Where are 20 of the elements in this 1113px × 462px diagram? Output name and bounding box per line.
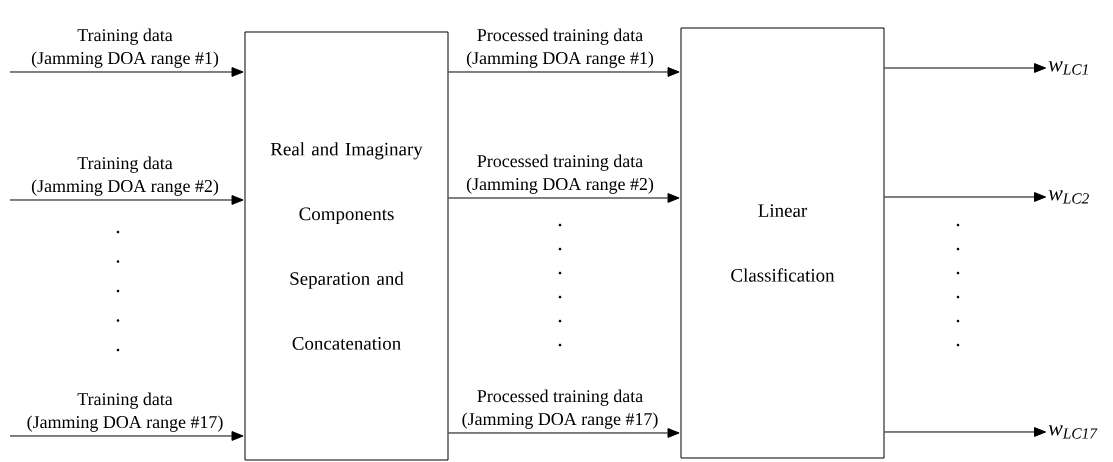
edge-label: Training data (Jamming DOA range #17) <box>27 392 223 432</box>
arrow <box>9 67 244 77</box>
edge-label: Processed training data (Jamming DOA range #17) <box>462 389 658 429</box>
process-box: Real and Imaginary Components Separation and Concatenation <box>244 31 449 461</box>
arrow <box>884 427 1047 437</box>
edge-label: Processed training data (Jamming DOA range #1) <box>466 28 654 68</box>
output-label: w$_{LC2}$ <box>1048 190 1089 204</box>
output-label: w$_{LC17}$ <box>1048 425 1098 439</box>
output-label: w$_{LC1}$ <box>1048 61 1088 75</box>
arrow <box>9 431 244 441</box>
arrow <box>448 193 680 203</box>
arrow <box>884 63 1047 73</box>
edge-label: Training data (Jamming DOA range #1) <box>31 28 219 68</box>
arrow <box>884 192 1047 202</box>
process-box: Linear Classification <box>680 27 885 459</box>
edge-label: Training data (Jamming DOA range #2) <box>31 156 219 196</box>
arrow <box>448 428 680 438</box>
edge-label: Processed training data (Jamming DOA range #2) <box>466 154 654 194</box>
arrow <box>9 195 244 205</box>
arrow <box>448 67 680 77</box>
